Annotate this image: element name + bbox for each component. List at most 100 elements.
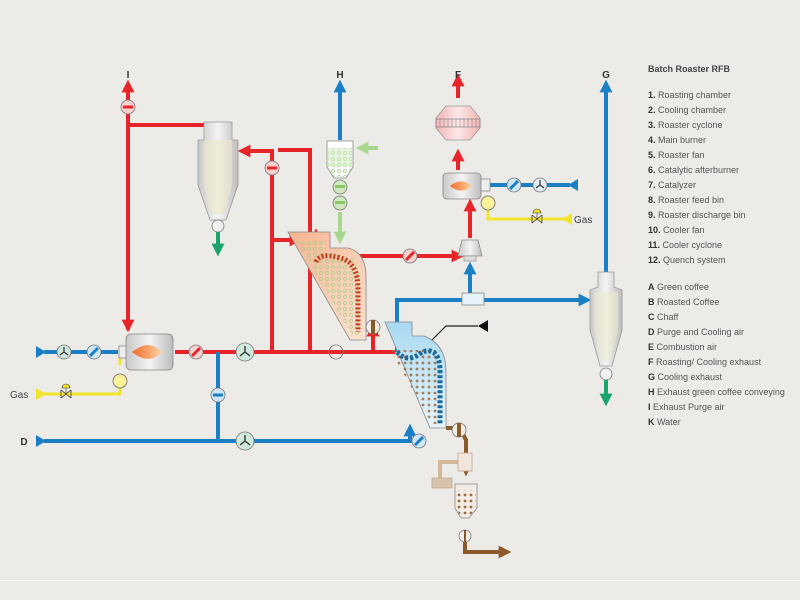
stream-label-H: H bbox=[336, 70, 343, 81]
stream-key: E bbox=[648, 342, 655, 352]
component-number: 10. bbox=[648, 225, 661, 235]
stream-key: C bbox=[648, 312, 655, 322]
legend-stream-item: B Roasted Coffee bbox=[648, 295, 785, 310]
component-number: 12. bbox=[648, 255, 661, 265]
valve-purge-branch-icon bbox=[210, 387, 226, 403]
roaster-feed-bin bbox=[326, 140, 354, 211]
stream-key: D bbox=[648, 327, 655, 337]
legend-component-item: 1. Roasting chamber bbox=[648, 88, 785, 103]
quench-box bbox=[431, 477, 453, 489]
component-number: 2. bbox=[648, 105, 656, 115]
valve-roaster-bottom-icon bbox=[328, 344, 344, 360]
cooler-discharge-valve-icon bbox=[451, 422, 467, 438]
legend-stream-item: E Combustion air bbox=[648, 340, 785, 355]
component-label: Cooler cyclone bbox=[660, 240, 723, 250]
component-number: 4. bbox=[648, 135, 656, 145]
component-label: Roaster cyclone bbox=[655, 120, 723, 130]
input-arrow-D bbox=[36, 435, 46, 447]
legend-stream-item: K Water bbox=[648, 415, 785, 430]
legend-stream-item: I Exhaust Purge air bbox=[648, 400, 785, 415]
pipe-roaster-bottom bbox=[355, 323, 380, 354]
input-arrow-afterburner-air bbox=[568, 179, 578, 191]
component-label: Roasting chamber bbox=[655, 90, 732, 100]
damper-cooling-air-icon bbox=[411, 433, 427, 449]
catalyzer bbox=[435, 105, 481, 141]
component-number: 1. bbox=[648, 90, 656, 100]
legend-component-item: 3. Roaster cyclone bbox=[648, 118, 785, 133]
gas-valve-left-icon bbox=[60, 383, 72, 399]
stream-key: A bbox=[648, 282, 655, 292]
component-label: Main burner bbox=[655, 135, 707, 145]
input-arrow-gas-left bbox=[36, 388, 46, 400]
pipe-recirc-riser bbox=[278, 148, 312, 352]
component-label: Quench system bbox=[660, 255, 726, 265]
chaff-branch bbox=[438, 460, 458, 478]
legend-component-item: 12. Quench system bbox=[648, 253, 785, 268]
gas-regulator-left-icon bbox=[112, 373, 128, 389]
rotary-valve-icon bbox=[211, 219, 225, 233]
hot-air-pipes bbox=[121, 73, 477, 354]
roasting-chamber bbox=[287, 231, 367, 341]
stream-label: Green coffee bbox=[654, 282, 709, 292]
legend-component-item: 11. Cooler cyclone bbox=[648, 238, 785, 253]
legend-component-item: 2. Cooling chamber bbox=[648, 103, 785, 118]
stream-key: G bbox=[648, 372, 656, 382]
component-number: 8. bbox=[648, 195, 656, 205]
gas-label-right: Gas bbox=[574, 215, 592, 226]
legend-component-item: 5. Roaster fan bbox=[648, 148, 785, 163]
component-label: Cooler fan bbox=[660, 225, 705, 235]
component-number: 6. bbox=[648, 165, 656, 175]
pipe-gas-afterburner bbox=[486, 207, 565, 221]
gas-label-left: Gas bbox=[10, 390, 28, 401]
stream-label: Exhaust green coffee conveying bbox=[654, 387, 785, 397]
component-label: Roaster fan bbox=[655, 150, 705, 160]
valve-exhaust-purge-icon bbox=[120, 99, 136, 115]
legend-stream-item: G Cooling exhaust bbox=[648, 370, 785, 385]
stream-label: Water bbox=[654, 417, 681, 427]
cooling-chamber bbox=[384, 321, 447, 429]
roaster-discharge-bin bbox=[454, 483, 478, 543]
damper-hot-air-icon bbox=[188, 344, 204, 360]
stream-key: H bbox=[648, 387, 655, 397]
legend-component-item: 7. Catalyzer bbox=[648, 178, 785, 193]
combustion-air-fan-icon bbox=[56, 344, 72, 360]
legend-stream-item: F Roasting/ Cooling exhaust bbox=[648, 355, 785, 370]
roaster-discharge-valve-icon bbox=[365, 319, 381, 335]
pipe-gas-main bbox=[42, 385, 122, 396]
valve-recirculation-icon bbox=[264, 160, 280, 176]
cooler-fan-icon bbox=[235, 431, 255, 451]
component-number: 7. bbox=[648, 180, 656, 190]
stream-key: K bbox=[648, 417, 655, 427]
stream-label: Roasted Coffee bbox=[654, 297, 720, 307]
component-number: 11. bbox=[648, 240, 661, 250]
pipe-cooler-outlet bbox=[395, 293, 592, 340]
stream-label: Chaff bbox=[654, 312, 679, 322]
stream-label-F: F bbox=[455, 70, 461, 81]
legend-component-item: 4. Main burner bbox=[648, 133, 785, 148]
rotary-valve-icon bbox=[599, 367, 613, 381]
stream-label-G: G bbox=[602, 70, 610, 81]
component-number: 3. bbox=[648, 120, 656, 130]
quench-system bbox=[457, 239, 485, 306]
damper-exhaust-to-afterburner-icon bbox=[402, 248, 418, 264]
roaster-cyclone bbox=[197, 121, 239, 233]
legend-stream-item: H Exhaust green coffee conveying bbox=[648, 385, 785, 400]
pipe-purge-cooling-D bbox=[44, 423, 417, 443]
water-line bbox=[431, 325, 478, 341]
flame-icon bbox=[450, 181, 472, 191]
stream-label: Purge and Cooling air bbox=[654, 327, 745, 337]
main-burner bbox=[118, 333, 174, 371]
catalytic-afterburner bbox=[442, 172, 491, 200]
legend-stream-item: D Purge and Cooling air bbox=[648, 325, 785, 340]
input-arrow-water bbox=[478, 320, 488, 332]
stream-label: Combustion air bbox=[654, 342, 718, 352]
stream-label: Exhaust Purge air bbox=[650, 402, 725, 412]
gas-valve-right-icon bbox=[531, 208, 543, 224]
gas-regulator-right-icon bbox=[480, 195, 496, 211]
stream-key: F bbox=[648, 357, 654, 367]
component-number: 5. bbox=[648, 150, 656, 160]
bottom-divider bbox=[0, 580, 800, 581]
